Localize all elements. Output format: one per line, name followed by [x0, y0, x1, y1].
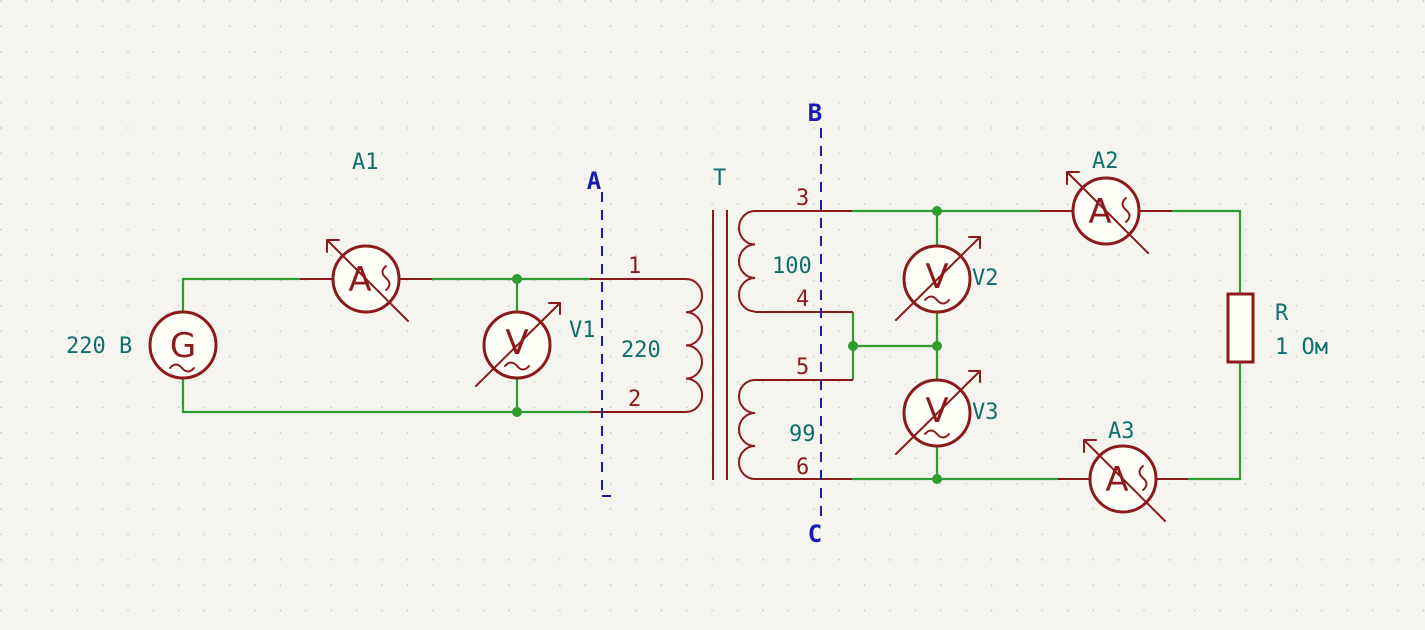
junction-dot: [932, 206, 942, 216]
resistor-ref-label: R: [1275, 301, 1289, 326]
wire-gen-bottom[interactable]: [181, 378, 590, 414]
a3-label: A3: [1108, 419, 1135, 444]
generator-body: [148, 310, 218, 380]
cut-c-label: C: [808, 520, 822, 548]
sine-wave-icon: [1138, 465, 1148, 491]
ammeter-a3[interactable]: A A3: [1058, 419, 1188, 522]
voltmeter-v3[interactable]: V V3: [895, 370, 999, 455]
arrowhead-icon: [1083, 439, 1097, 453]
pin-5-number: 5: [796, 355, 809, 380]
meter-arrow-icon: [895, 370, 981, 455]
secondary-upper-turns-label: 100: [772, 254, 812, 279]
voltmeter-v2[interactable]: V V2: [895, 236, 999, 321]
resistor-value-label: 1 Ом: [1275, 335, 1328, 360]
junction-dot: [512, 274, 522, 284]
source-voltage-label: 220 В: [66, 334, 132, 359]
meter-arrow-icon: [1067, 172, 1149, 254]
a1-label: A1: [352, 150, 379, 175]
secondary-winding-upper: [738, 210, 756, 313]
v3-label: V3: [972, 400, 999, 425]
sine-wave-icon: [1121, 197, 1131, 223]
wire-r-to-a3[interactable]: [1188, 363, 1242, 481]
arrowhead-icon: [1066, 171, 1080, 185]
a2-symbol: A: [1088, 192, 1111, 232]
junction-dot: [932, 474, 942, 484]
meter-arrow-icon: [475, 302, 561, 387]
sine-wave-icon: [169, 363, 195, 373]
generator-symbol: G: [170, 326, 196, 366]
cut-line-a[interactable]: A: [587, 167, 611, 497]
v1-symbol: V: [505, 323, 528, 363]
resistor-body: [1226, 292, 1255, 364]
secondary-lower-turns-label: 99: [789, 422, 816, 447]
cut-a-label: A: [587, 167, 602, 195]
primary-winding: [685, 278, 704, 413]
arrowhead-icon: [968, 370, 981, 383]
cut-b-label: B: [808, 99, 822, 127]
voltmeter-v1[interactable]: V V1: [475, 302, 596, 387]
v2-label: V2: [972, 266, 999, 291]
sine-wave-icon: [504, 361, 530, 371]
pin-6-number: 6: [796, 455, 809, 480]
sine-wave-icon: [381, 265, 391, 291]
pin-3-number: 3: [796, 186, 809, 211]
junction-dot: [848, 341, 858, 351]
sine-wave-icon: [924, 429, 950, 439]
arrowhead-icon: [326, 239, 340, 253]
a2-label: A2: [1092, 149, 1119, 174]
generator-source[interactable]: G 220 В: [66, 310, 218, 380]
pin-4-number: 4: [796, 287, 809, 312]
junction-dot: [932, 341, 942, 351]
pin-2-number: 2: [628, 387, 641, 412]
resistor-r[interactable]: R 1 Ом: [1226, 292, 1328, 364]
arrowhead-icon: [548, 302, 561, 315]
arrowhead-icon: [968, 236, 981, 249]
cut-line-b-c[interactable]: B C: [808, 99, 822, 548]
ammeter-a1[interactable]: A A1: [300, 150, 432, 322]
transformer-t[interactable]: 1 2 3 4 5 6 T 220 100 99: [590, 166, 853, 480]
meter-arrow-icon: [1084, 440, 1166, 522]
junctions: [512, 206, 942, 484]
wire-gen-top[interactable]: [181, 277, 300, 313]
meter-arrow-icon: [895, 236, 981, 321]
pin-1-number: 1: [628, 254, 641, 279]
v1-label: V1: [569, 318, 596, 343]
meter-arrow-icon: [327, 240, 409, 322]
v3-symbol: V: [925, 391, 948, 431]
secondary-winding-lower: [738, 379, 756, 480]
ammeter-a2[interactable]: A A2: [1040, 149, 1172, 254]
v2-symbol: V: [925, 257, 948, 297]
a1-symbol: A: [348, 260, 371, 300]
a3-symbol: A: [1105, 460, 1128, 500]
wire-a2-to-r[interactable]: [1172, 209, 1242, 293]
junction-dot: [512, 407, 522, 417]
primary-turns-label: 220: [621, 338, 661, 363]
transformer-label: T: [713, 166, 726, 191]
sine-wave-icon: [924, 295, 950, 305]
